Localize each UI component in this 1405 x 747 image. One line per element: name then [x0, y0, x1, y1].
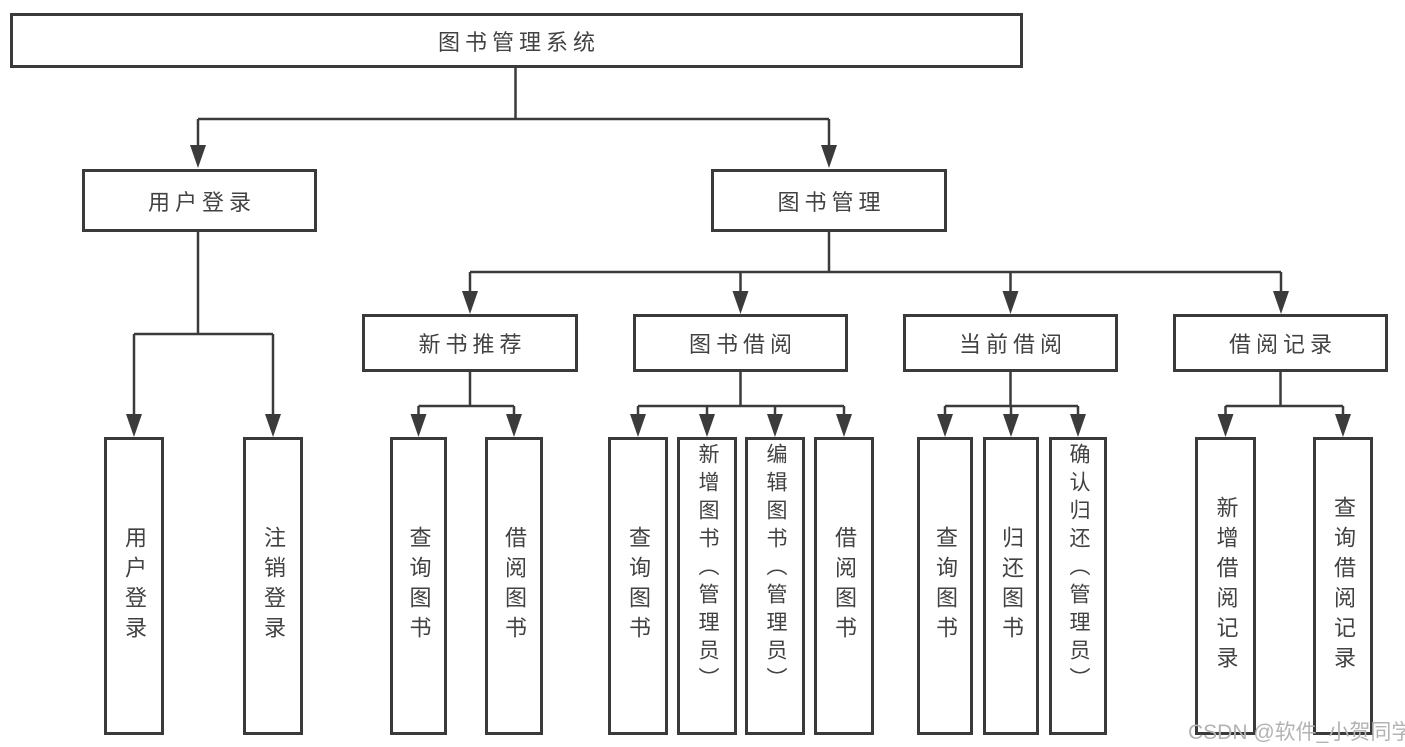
node-borrow-record-label: 借阅记录 — [1228, 332, 1337, 357]
node-book-management-label: 图书管理 — [777, 189, 886, 215]
node-user-login: 用户登录 — [82, 169, 317, 232]
edge-login-to-leaves — [126, 232, 281, 437]
leaf-borrow-borrow-books: 借阅图书 — [814, 437, 874, 735]
leaf-user-login: 用户登录 — [104, 437, 164, 735]
leaf-record-add: 新增借阅记录 — [1195, 437, 1256, 735]
arrowhead — [836, 414, 852, 437]
node-borrow-record: 借阅记录 — [1173, 314, 1388, 372]
arrowhead — [410, 414, 427, 437]
node-book-management: 图书管理 — [711, 169, 947, 232]
leaf-record-query: 查询借阅记录 — [1313, 437, 1373, 735]
arrowhead — [630, 414, 646, 437]
arrowhead — [767, 414, 783, 437]
edge-borrow-to-leaves — [630, 372, 852, 437]
node-root-label: 图书管理系统 — [437, 29, 600, 55]
leaf-borrow-add-books-admin-label: 新增图书（管理员） — [696, 443, 719, 695]
leaf-record-query-label: 查询借阅记录 — [1331, 496, 1356, 676]
leaf-current-confirm-return-admin: 确认归还（管理员） — [1049, 437, 1107, 735]
node-new-book-recommend-label: 新书推荐 — [418, 332, 527, 357]
edge-root-to-level2 — [190, 68, 837, 168]
leaf-recommend-borrow-books: 借阅图书 — [485, 437, 543, 735]
arrowhead — [699, 414, 715, 437]
arrowhead — [265, 414, 281, 437]
edge-current-to-leaves — [937, 372, 1086, 437]
arrowhead — [1003, 414, 1019, 437]
leaf-borrow-add-books-admin: 新增图书（管理员） — [677, 437, 737, 735]
node-current-borrow: 当前借阅 — [903, 314, 1118, 372]
arrowhead — [1273, 291, 1289, 314]
leaf-record-add-label: 新增借阅记录 — [1213, 496, 1239, 676]
node-root: 图书管理系统 — [10, 13, 1023, 68]
leaf-recommend-query-books: 查询图书 — [390, 437, 447, 735]
leaf-borrow-edit-books-admin: 编辑图书（管理员） — [745, 437, 805, 735]
leaf-borrow-edit-books-admin-label: 编辑图书（管理员） — [764, 443, 787, 695]
leaf-user-login-label: 用户登录 — [122, 526, 147, 646]
csdn-watermark: CSDN @软件_小贺同学 — [1188, 721, 1405, 744]
leaf-current-return-books-label: 归还图书 — [999, 526, 1024, 646]
leaf-current-query-books-label: 查询图书 — [933, 526, 958, 646]
node-book-borrow-label: 图书借阅 — [688, 332, 797, 357]
edge-record-to-leaves — [1217, 372, 1351, 437]
arrowhead — [732, 291, 749, 314]
node-current-borrow-label: 当前借阅 — [958, 332, 1067, 357]
edge-newrec-to-leaves — [410, 372, 522, 437]
arrowhead — [1335, 414, 1351, 437]
arrowhead — [1217, 414, 1234, 437]
leaf-logout-label: 注销登录 — [261, 526, 286, 646]
leaf-recommend-query-books-label: 查询图书 — [406, 526, 432, 646]
arrowhead — [462, 291, 478, 314]
arrowhead — [506, 414, 522, 437]
node-new-book-recommend: 新书推荐 — [362, 314, 578, 372]
leaf-borrow-query-books-label: 查询图书 — [626, 526, 651, 646]
arrowhead — [1002, 291, 1019, 314]
arrowhead — [937, 414, 953, 437]
arrowhead — [821, 145, 837, 168]
leaf-logout: 注销登录 — [243, 437, 303, 735]
leaf-borrow-query-books: 查询图书 — [608, 437, 668, 735]
edge-bookmgmt-to-level3 — [462, 232, 1289, 314]
leaf-borrow-borrow-books-label: 借阅图书 — [832, 526, 857, 646]
leaf-current-query-books: 查询图书 — [917, 437, 973, 735]
leaf-current-confirm-return-admin-label: 确认归还（管理员） — [1067, 443, 1090, 695]
node-user-login-label: 用户登录 — [147, 189, 256, 215]
leaf-recommend-borrow-books-label: 借阅图书 — [502, 526, 527, 646]
node-book-borrow: 图书借阅 — [633, 314, 848, 372]
arrowhead — [190, 145, 206, 168]
leaf-current-return-books: 归还图书 — [983, 437, 1039, 735]
arrowhead — [126, 414, 142, 437]
arrowhead — [1070, 414, 1086, 437]
